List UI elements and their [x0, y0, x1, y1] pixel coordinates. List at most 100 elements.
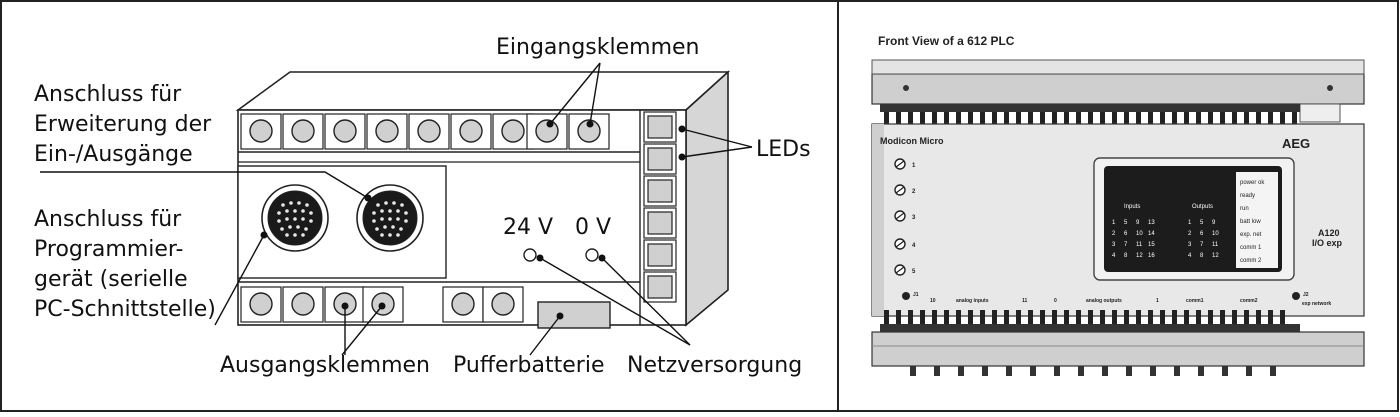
terminal-24v: [523, 248, 537, 262]
label-erweiterung-line2: Erweiterung der: [34, 112, 212, 137]
terminal-0v: [585, 248, 599, 262]
jack-j1: J1: [913, 292, 919, 298]
inputs-header: Inputs: [1124, 204, 1140, 210]
top-rail: [871, 73, 1365, 105]
status-led-label: ready: [1240, 193, 1255, 199]
plc-schematic: [235, 70, 731, 329]
outputs-grid: 1 5 9 2 6 10 3 7 11 4 8 12: [1188, 220, 1219, 259]
output-terminal: [291, 292, 315, 316]
terminal-number: 5: [912, 269, 916, 275]
input-cell: 6: [1124, 231, 1128, 237]
output-cell: 3: [1188, 242, 1192, 248]
input-terminal: [459, 119, 483, 143]
output-cell: 6: [1200, 231, 1204, 237]
output-cell: 9: [1212, 220, 1216, 226]
output-terminal: [249, 292, 273, 316]
output-cell: 12: [1212, 253, 1219, 259]
status-led-label: batt low: [1240, 219, 1261, 225]
label-prog-line2: Programmier-: [34, 237, 183, 262]
label-netzversorgung: Netzversorgung: [627, 353, 802, 378]
label-erweiterung-line1: Anschluss für: [34, 82, 182, 107]
status-led-label: run: [1240, 206, 1249, 212]
buffer-battery: [537, 301, 611, 329]
inputs-grid: 1 5 9 13 2 6 10 14 3 7 11 15 4 8 12 16: [1112, 220, 1155, 259]
input-cell: 1: [1112, 220, 1116, 226]
output-cell: 1: [1188, 220, 1192, 226]
status-led-label: comm 1: [1240, 245, 1262, 251]
bottom-rail: [871, 331, 1365, 367]
power-terminal: [491, 292, 515, 316]
input-cell: 12: [1136, 253, 1143, 259]
exp-network-label: exp network: [1302, 301, 1331, 307]
terminal-number: 1: [912, 163, 916, 169]
input-cell: 11: [1136, 242, 1143, 248]
analog-in-low: 10: [930, 298, 936, 304]
top-terminal-comb: [880, 104, 1300, 124]
power-terminal: [451, 292, 475, 316]
input-terminal: [249, 119, 273, 143]
terminal-number: 2: [912, 189, 916, 195]
input-terminal: [333, 119, 357, 143]
input-cell: 10: [1136, 231, 1143, 237]
input-cell: 7: [1124, 242, 1128, 248]
output-cell: 2: [1188, 231, 1192, 237]
housing-top-face: [235, 71, 731, 111]
model-line1: A120: [1318, 228, 1340, 238]
led: [647, 243, 673, 267]
label-erweiterung-line3: Ein-/Ausgänge: [34, 142, 193, 167]
led: [647, 179, 673, 203]
analog-out-low: 0: [1054, 298, 1057, 304]
input-cell: 14: [1148, 231, 1155, 237]
input-terminal: [417, 119, 441, 143]
output-cell: 8: [1200, 253, 1204, 259]
led: [647, 147, 673, 171]
comm1-label: comm1: [1186, 298, 1204, 304]
outputs-header: Outputs: [1192, 204, 1213, 210]
output-cell: 5: [1200, 220, 1204, 226]
input-terminal: [291, 119, 315, 143]
status-led-label: exp. net: [1240, 232, 1262, 238]
label-pufferbatterie: Pufferbatterie: [453, 353, 605, 378]
output-cell: 10: [1212, 231, 1219, 237]
label-prog-line1: Anschluss für: [34, 207, 182, 232]
photo-title: Front View of a 612 PLC: [878, 34, 1015, 48]
terminal-number: 3: [912, 215, 916, 221]
analog-inputs-label: analog inputs: [956, 298, 989, 304]
housing-side-face: [685, 70, 729, 327]
label-eingangsklemmen: Eingangsklemmen: [496, 35, 700, 60]
terminal-screws: [894, 158, 906, 276]
label-24v: 24 V: [503, 215, 553, 240]
input-cell: 13: [1148, 220, 1155, 226]
input-terminal: [501, 119, 525, 143]
expansion-connector: [261, 184, 329, 252]
input-cell: 5: [1124, 220, 1128, 226]
led: [647, 115, 673, 139]
output-terminals: [240, 286, 524, 323]
bottom-tabs: [910, 366, 1276, 376]
label-leds: LEDs: [756, 137, 811, 162]
input-cell: 9: [1136, 220, 1140, 226]
analog-outputs-label: analog outputs: [1086, 298, 1122, 304]
leader-lines: [40, 62, 753, 356]
brand-label: Modicon Micro: [880, 136, 944, 146]
comm2-label: comm2: [1240, 298, 1258, 304]
output-cell: 7: [1200, 242, 1204, 248]
output-cell: 4: [1188, 253, 1192, 259]
input-cell: 8: [1124, 253, 1128, 259]
terminal-number: 4: [912, 243, 916, 249]
input-cell: 3: [1112, 242, 1116, 248]
model-line2: I/O exp: [1312, 238, 1343, 248]
status-led-label: power ok: [1240, 180, 1265, 186]
jack-j2: J2: [1303, 292, 1309, 298]
output-cell: 11: [1212, 242, 1219, 248]
analog-in-high: 11: [1022, 298, 1028, 304]
status-led-label: comm 2: [1240, 258, 1262, 264]
plc-photo: Front View of a 612 PLC Modicon Micro AE…: [871, 34, 1365, 376]
bottom-terminal-comb: [880, 310, 1300, 332]
label-ausgangsklemmen: Ausgangsklemmen: [220, 353, 430, 378]
led-column: [643, 111, 677, 303]
maker-logo: AEG: [1282, 136, 1310, 151]
label-0v: 0 V: [575, 215, 611, 240]
